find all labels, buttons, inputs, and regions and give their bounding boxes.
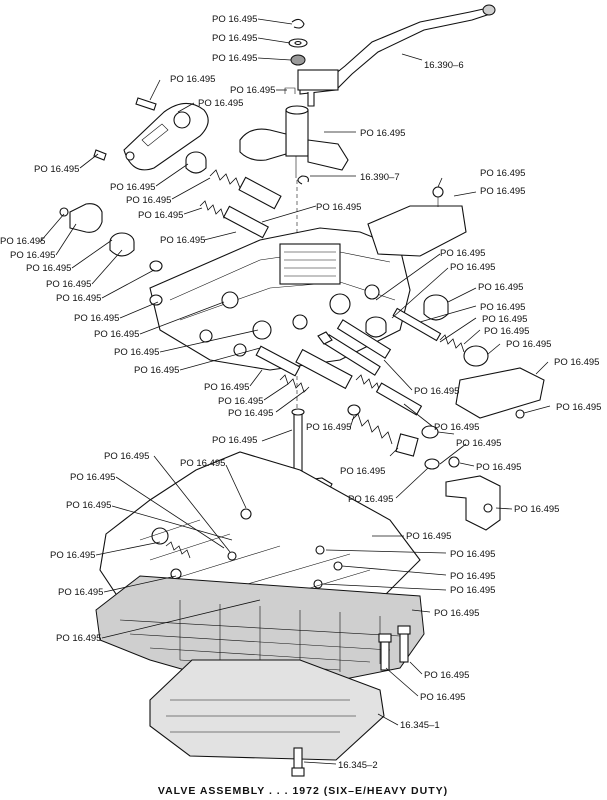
callout-35: PO 16.495: [556, 402, 601, 413]
callout-25: PO 16.495: [114, 347, 159, 358]
callout-2: PO 16.495: [212, 33, 257, 44]
upper-cover-plate: [367, 205, 467, 257]
callout-50: PO 16.495: [70, 472, 115, 483]
callout-39: PO 16.495: [414, 386, 459, 397]
leader-lines: [39, 18, 551, 765]
callout-22: PO 16.495: [56, 293, 101, 304]
callout-26: PO 16.495: [134, 365, 179, 376]
callout-52: PO 16.495: [50, 550, 95, 561]
callout-46: PO 16.495: [348, 494, 393, 505]
callout-59: PO 16.495: [56, 633, 101, 644]
callout-30: PO 16.495: [480, 302, 525, 313]
callout-6: PO 16.495: [170, 74, 215, 85]
callout-18: PO 16.495: [10, 250, 55, 261]
callout-60: PO 16.495: [424, 670, 469, 681]
callout-16: PO 16.495: [480, 186, 525, 197]
callout-47: PO 16.495: [514, 504, 559, 515]
callout-7: PO 16.495: [198, 98, 243, 109]
callout-27: PO 16.495: [440, 248, 485, 259]
callout-51: PO 16.495: [66, 500, 111, 511]
parts-artwork: [59, 4, 545, 777]
callout-31: PO 16.495: [482, 314, 527, 325]
callout-8: PO 16.495: [360, 128, 405, 139]
callout-54: PO 16.495: [406, 531, 451, 542]
callout-34: PO 16.495: [554, 357, 599, 368]
callout-62: 16.345–1: [400, 720, 440, 731]
callout-15: PO 16.495: [480, 168, 525, 179]
figure-caption: VALVE ASSEMBLY . . . 1972 (SIX–E/HEAVY D…: [158, 785, 448, 797]
callout-9: 16.390–7: [360, 172, 400, 183]
callout-63: 16.345–2: [338, 760, 378, 771]
callout-28: PO 16.495: [450, 262, 495, 273]
callout-24: PO 16.495: [94, 329, 139, 340]
side-cover-plate: [455, 367, 545, 419]
callout-19: PO 16.495: [26, 263, 71, 274]
callout-21: PO 16.495: [46, 279, 91, 290]
callout-43: PO 16.495: [212, 435, 257, 446]
callout-3: PO 16.495: [212, 53, 257, 64]
callout-53: PO 16.495: [58, 587, 103, 598]
callout-40: PO 16.495: [306, 422, 351, 433]
callout-4: 16.390–6: [424, 60, 464, 71]
callout-12: PO 16.495: [126, 195, 171, 206]
callout-23: PO 16.495: [74, 313, 119, 324]
callout-13: PO 16.495: [138, 210, 183, 221]
callout-20: PO 16.495: [160, 235, 205, 246]
callout-17: PO 16.495: [0, 236, 45, 247]
filter-screen: [149, 659, 385, 761]
callout-10: PO 16.495: [34, 164, 79, 175]
callout-37: PO 16.495: [218, 396, 263, 407]
retaining-clip: [291, 18, 305, 29]
callout-58: PO 16.495: [434, 608, 479, 619]
upper-valve-body: [149, 227, 411, 371]
bracket: [445, 475, 501, 531]
callout-56: PO 16.495: [450, 571, 495, 582]
callout-57: PO 16.495: [450, 585, 495, 596]
callout-55: PO 16.495: [450, 549, 495, 560]
callout-33: PO 16.495: [506, 339, 551, 350]
nut: [290, 54, 306, 66]
callout-5: PO 16.495: [230, 85, 275, 96]
callout-11: PO 16.495: [110, 182, 155, 193]
callout-45: PO 16.495: [476, 462, 521, 473]
callout-labels: PO 16.495 PO 16.495 PO 16.495 16.390–6 P…: [0, 14, 601, 771]
callout-49: PO 16.495: [104, 451, 149, 462]
callout-61: PO 16.495: [420, 692, 465, 703]
callout-48: PO 16.495: [180, 458, 225, 469]
callout-36: PO 16.495: [204, 382, 249, 393]
callout-14: PO 16.495: [316, 202, 361, 213]
callout-29: PO 16.495: [478, 282, 523, 293]
callout-41: PO 16.495: [434, 422, 479, 433]
callout-42: PO 16.495: [456, 438, 501, 449]
callout-38: PO 16.495: [228, 408, 273, 419]
callout-44: PO 16.495: [340, 466, 385, 477]
callout-32: PO 16.495: [484, 326, 529, 337]
callout-1: PO 16.495: [212, 14, 257, 25]
